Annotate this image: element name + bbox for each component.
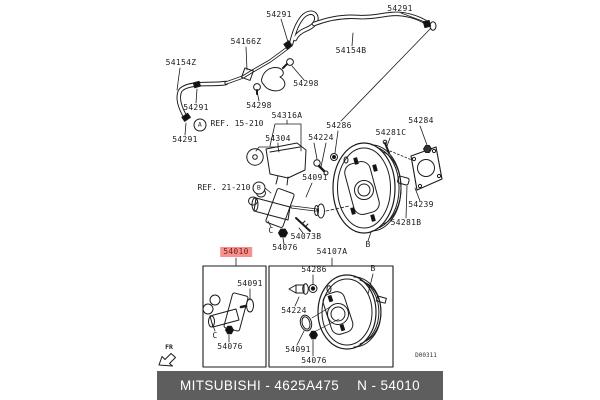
vacuum-hose-assembly — [179, 13, 436, 122]
fr-direction-icon — [159, 354, 176, 367]
footer-ref-number: N - 54010 — [357, 378, 421, 393]
footer-bar: MITSUBISHI - 4625A475 N - 54010 — [157, 371, 443, 400]
brake-booster-main — [331, 140, 413, 233]
detail-box-booster — [269, 266, 393, 367]
gasket-plate — [411, 146, 442, 191]
master-cylinder-main — [247, 143, 349, 237]
leader-lines — [177, 13, 427, 356]
footer-brand-part: MITSUBISHI - 4625A475 — [179, 378, 340, 393]
detail-box-master-cylinder — [203, 266, 266, 367]
